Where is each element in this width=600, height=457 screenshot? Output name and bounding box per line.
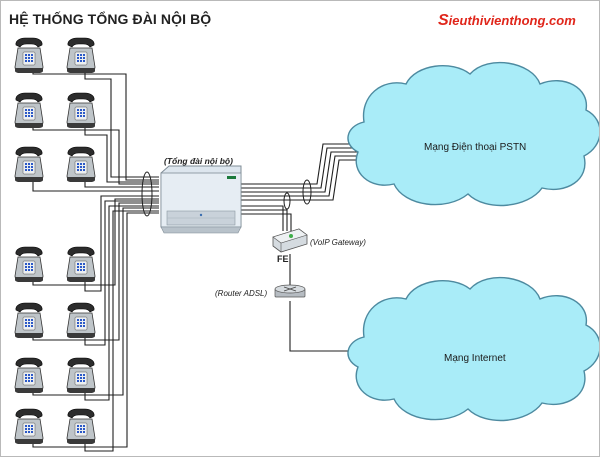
phone-icon: [14, 92, 44, 129]
phone-icon: [66, 357, 96, 394]
voip-gateway-label: (VoIP Gateway): [310, 238, 366, 247]
router-icon: [274, 284, 306, 298]
pbx-unit: [160, 165, 242, 234]
phone-icon: [14, 246, 44, 283]
brand-logo-rest: ieuthivienthong.com: [448, 13, 576, 28]
diagram-title: HỆ THỐNG TỔNG ĐÀI NỘI BỘ: [9, 11, 212, 27]
internet-wires: [289, 254, 373, 352]
phone-icon: [66, 408, 96, 445]
cable-bundle-left: [141, 171, 153, 217]
phone-icon: [66, 146, 96, 183]
pstn-trunk-wires: [241, 143, 373, 201]
phone-wires: [32, 69, 159, 452]
pstn-cloud-label: Mạng Điện thoại PSTN: [424, 142, 527, 153]
router-label: (Router ADSL): [215, 289, 268, 298]
phone-icon: [14, 408, 44, 445]
cable-bundle-right: [302, 179, 312, 205]
pstn-cloud: [347, 61, 599, 207]
voip-gateway-icon: [272, 228, 308, 253]
cable-bundle-voip: [283, 192, 291, 210]
phone-icon: [14, 37, 44, 74]
internet-cloud-label: Mạng Internet: [444, 353, 506, 364]
phone-set: [14, 37, 96, 445]
phone-icon: [66, 37, 96, 74]
phone-icon: [66, 246, 96, 283]
brand-logo-initial: S: [438, 12, 449, 29]
phone-icon: [14, 357, 44, 394]
internet-cloud: [347, 276, 599, 422]
phone-icon: [14, 146, 44, 183]
brand-logo: Sieuthivienthong.com: [438, 12, 576, 30]
phone-icon: [14, 302, 44, 339]
voip-wires: [241, 205, 292, 231]
fe-label: FE: [277, 254, 289, 264]
phone-icon: [66, 92, 96, 129]
pbx-label: (Tổng đài nội bộ): [164, 156, 233, 166]
phone-icon: [66, 302, 96, 339]
